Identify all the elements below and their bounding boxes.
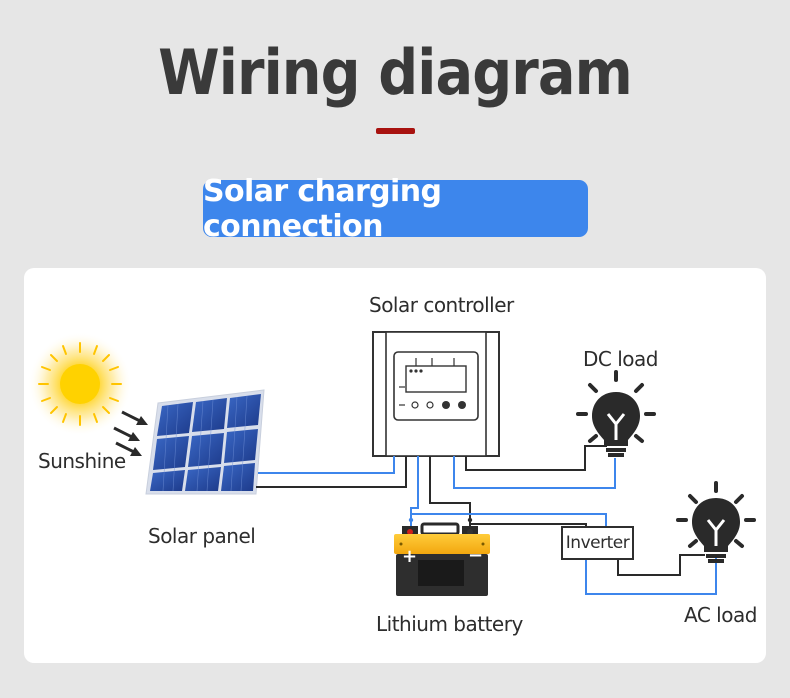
battery-minus-symbol: −	[468, 545, 483, 566]
solar-controller-label: Solar controller	[369, 293, 514, 317]
wire-dc-load-positive	[453, 456, 616, 489]
page-title: Wiring diagram	[158, 36, 633, 109]
wire-panel-positive	[258, 456, 395, 474]
battery-plus-symbol: +	[402, 546, 417, 567]
wire-junction	[408, 517, 414, 523]
battery-icon	[394, 522, 490, 596]
inverter-label: Inverter	[565, 533, 630, 553]
dc-load-label: DC load	[583, 347, 658, 371]
wire-battery-negative	[429, 456, 471, 532]
wire-ac-load-positive	[585, 554, 717, 595]
inverter-box: Inverter	[561, 526, 634, 560]
sunshine-arrows-icon	[113, 410, 148, 456]
sunshine-label: Sunshine	[38, 449, 126, 473]
light-bulb-icon	[576, 370, 656, 457]
lithium-battery-label: Lithium battery	[376, 612, 523, 636]
sun-icon	[28, 332, 132, 436]
solar-controller-icon	[372, 331, 500, 457]
wire-dc-load-negative	[465, 445, 607, 471]
wire-junction	[467, 517, 473, 523]
title-accent-bar	[376, 128, 415, 134]
wire-panel-negative	[256, 456, 407, 488]
solar-panel-label: Solar panel	[148, 524, 256, 548]
light-bulb-icon	[676, 481, 756, 563]
wire-ac-load-negative	[617, 554, 705, 576]
wire-inverter-positive	[410, 513, 607, 526]
ac-load-label: AC load	[684, 603, 757, 627]
solar-panel-icon	[145, 389, 265, 495]
